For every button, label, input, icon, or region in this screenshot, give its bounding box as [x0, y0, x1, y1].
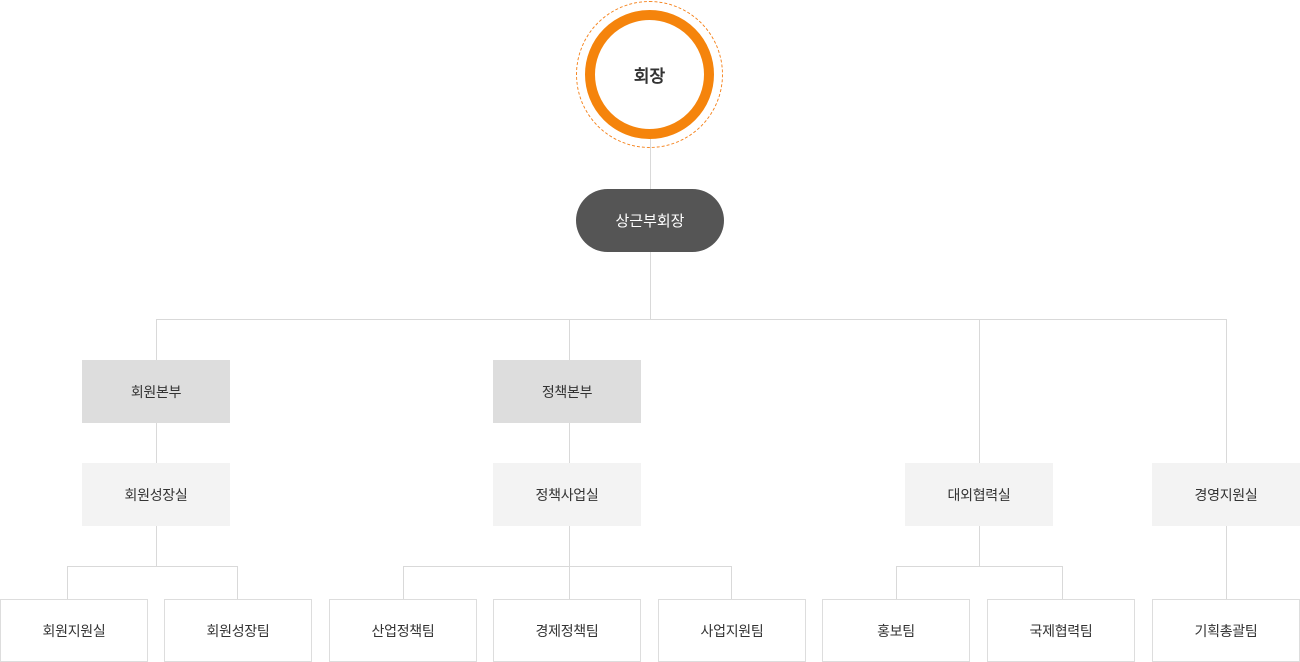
connector-membership-teams-horizontal	[67, 566, 238, 567]
connector-chair-vice	[650, 139, 651, 189]
connector-policy-teams-horizontal	[403, 566, 732, 567]
connector-to-membership-division	[156, 319, 157, 360]
policy-division-node: 정책본부	[493, 360, 641, 423]
connector-membership-team-1	[67, 566, 68, 599]
connector-to-management-office	[1226, 319, 1227, 463]
connector-vice-down	[650, 252, 651, 320]
connector-external-office-down	[979, 526, 980, 567]
connector-membership-division-office	[156, 423, 157, 463]
connector-top-horizontal	[156, 319, 1227, 320]
team-node-public-relations: 홍보팀	[822, 599, 970, 662]
connector-external-teams-horizontal	[896, 566, 1063, 567]
policy-project-office-node: 정책사업실	[493, 463, 641, 526]
team-node-planning: 기획총괄팀	[1152, 599, 1300, 662]
membership-division-node: 회원본부	[82, 360, 230, 423]
connector-membership-office-down	[156, 526, 157, 567]
chairman-node: 회장	[585, 10, 714, 139]
chairman-outer-ring	[576, 1, 723, 148]
connector-policy-team-1	[403, 566, 404, 599]
team-node-business-support: 사업지원팀	[658, 599, 806, 662]
connector-management-office-down	[1226, 526, 1227, 599]
team-node-economic-policy: 경제정책팀	[493, 599, 641, 662]
connector-to-policy-division	[569, 319, 570, 360]
team-node-member-growth: 회원성장팀	[164, 599, 312, 662]
connector-to-external-office	[979, 319, 980, 463]
connector-external-team-1	[896, 566, 897, 599]
team-node-industrial-policy: 산업정책팀	[329, 599, 477, 662]
connector-external-team-2	[1062, 566, 1063, 599]
external-cooperation-office-node: 대외협력실	[905, 463, 1053, 526]
vice-chairman-node: 상근부회장	[576, 189, 724, 252]
connector-membership-team-2	[237, 566, 238, 599]
membership-growth-office-node: 회원성장실	[82, 463, 230, 526]
team-node-international-cooperation: 국제협력팀	[987, 599, 1135, 662]
management-support-office-node: 경영지원실	[1152, 463, 1300, 526]
connector-policy-team-3	[731, 566, 732, 599]
connector-policy-division-office	[569, 423, 570, 463]
connector-policy-office-down	[569, 526, 570, 599]
team-node-member-support: 회원지원실	[0, 599, 148, 662]
